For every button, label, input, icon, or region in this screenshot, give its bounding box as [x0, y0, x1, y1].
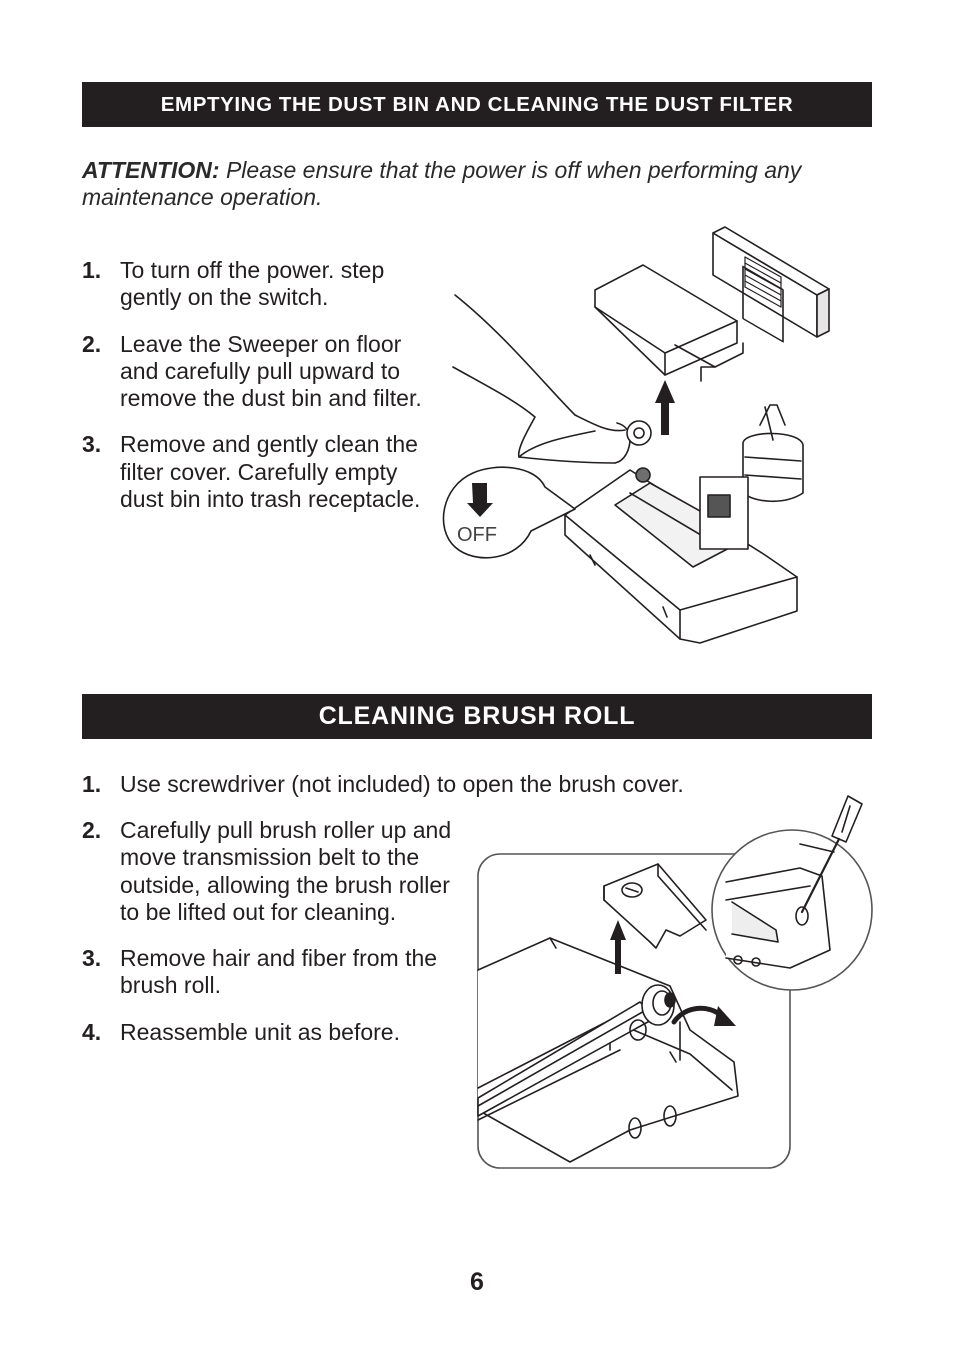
- list-item: 4. Reassemble unit as before.: [82, 1019, 452, 1046]
- step-text: Use screwdriver (not included) to open t…: [120, 771, 684, 797]
- attention-text: Please ensure that the power is off when…: [82, 157, 802, 210]
- attention-label: ATTENTION:: [82, 157, 220, 183]
- inset-detail: [711, 829, 873, 991]
- dust-bin-icon: [594, 264, 744, 382]
- page-number: 6: [470, 1268, 484, 1296]
- list-item: 3. Remove hair and fiber from the brush r…: [82, 945, 452, 1000]
- brush-roller-icon: [477, 984, 676, 1117]
- foot-icon: [452, 294, 631, 464]
- step-text: Remove hair and fiber from the brush rol…: [120, 945, 438, 999]
- filter-icon: [712, 226, 830, 343]
- step-number: 2.: [82, 817, 102, 843]
- list-item: 3. Remove and gently clean the filter cov…: [82, 431, 432, 513]
- step-number: 3.: [82, 945, 102, 972]
- step-text: Remove and gently clean the filter cover…: [120, 431, 421, 513]
- up-arrow-icon: [610, 920, 626, 974]
- off-label: OFF: [457, 524, 497, 546]
- up-arrow-icon: [655, 380, 675, 435]
- section-title-brush-roll: CLEANING BRUSH ROLL: [82, 694, 872, 739]
- step-text: To turn off the power. step gently on th…: [120, 257, 385, 311]
- down-arrow-icon: [467, 483, 493, 517]
- step-number: 1.: [82, 771, 102, 797]
- step-number: 2.: [82, 330, 102, 357]
- list-item: 1. To turn off the power. step gently on …: [82, 257, 432, 312]
- step-number: 1.: [82, 257, 102, 283]
- list-item: 1. Use screwdriver (not included) to open…: [82, 771, 842, 798]
- handle-joint-icon: [699, 404, 804, 550]
- section-title-dust-bin: EMPTYING THE DUST BIN AND CLEANING THE D…: [82, 82, 872, 127]
- brush-roll-steps: 2. Carefully pull brush roller up and mov…: [82, 817, 452, 1065]
- step-number: 4.: [82, 1018, 102, 1045]
- list-item: 2. Carefully pull brush roller up and mov…: [82, 817, 452, 926]
- step-number: 3.: [82, 431, 102, 458]
- brush-roll-illustration: [477, 795, 873, 1169]
- arrow-head-icon: [714, 1006, 736, 1026]
- brush-cover-icon: [603, 863, 707, 949]
- step-text: Carefully pull brush roller up and move …: [120, 817, 452, 925]
- list-item: 2. Leave the Sweeper on floor and careful…: [82, 331, 432, 413]
- off-callout: OFF: [442, 466, 576, 559]
- attention-note: ATTENTION: Please ensure that the power …: [82, 157, 882, 211]
- dust-bin-removal-illustration: OFF: [442, 226, 830, 644]
- step-text: Leave the Sweeper on floor and carefully…: [120, 330, 422, 412]
- step-text: Reassemble unit as before.: [120, 1018, 400, 1045]
- screwdriver-icon: [800, 795, 863, 914]
- brush-roll-steps-first: 1. Use screwdriver (not included) to open…: [82, 771, 842, 817]
- dust-bin-steps: 1. To turn off the power. step gently on …: [82, 257, 432, 532]
